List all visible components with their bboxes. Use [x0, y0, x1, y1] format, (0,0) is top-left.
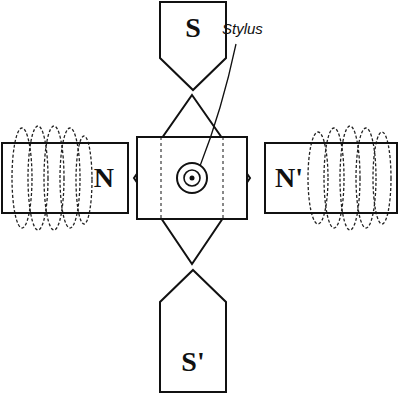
pole-outline [265, 143, 397, 213]
hidden-edge [161, 137, 162, 219]
hidden-edge [223, 137, 224, 219]
pole-piece: N [2, 143, 128, 213]
coil-winding [308, 126, 391, 230]
stylus-point [190, 176, 195, 181]
coil-winding [12, 126, 92, 230]
pole-label: N [94, 164, 114, 192]
armature-block [137, 137, 247, 219]
part-label: Stylus [222, 20, 263, 37]
pole-label: S' [181, 348, 204, 376]
stylus-tip [184, 170, 200, 186]
armature-diamond [134, 95, 250, 264]
pole-piece: N' [265, 143, 397, 213]
pole-outline [160, 270, 226, 392]
pole-outline [2, 143, 128, 213]
pole-label: N' [275, 164, 303, 192]
stylus-shank [177, 163, 207, 193]
pole-piece: S [160, 2, 226, 90]
pole-piece: S' [160, 270, 226, 392]
pole-outline [160, 2, 226, 90]
leader-line [200, 44, 236, 166]
pole-label: S [185, 14, 201, 42]
